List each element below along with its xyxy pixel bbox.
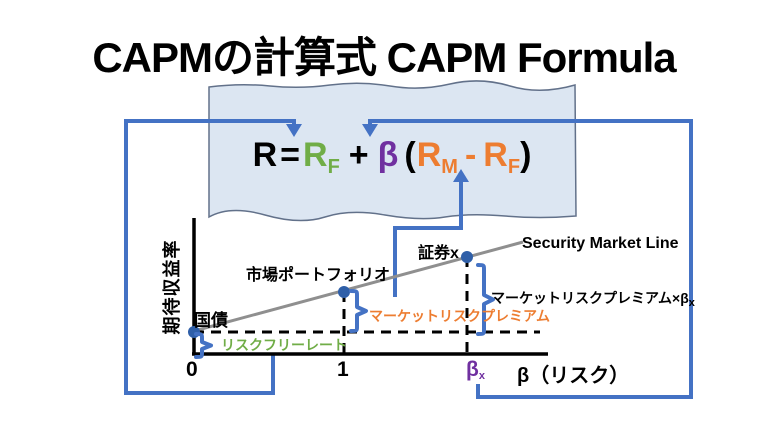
- risk-free-rate-label: リスクフリーレート: [221, 337, 347, 353]
- formula-open-paren: (: [404, 136, 416, 174]
- formula-beta: β: [377, 136, 399, 174]
- arrow-down-rf-icon: [286, 124, 302, 137]
- market-risk-premium-x-beta-label: マーケットリスクプレミアム×βx: [491, 290, 695, 309]
- page-title: CAPMの計算式 CAPM Formula: [92, 34, 676, 81]
- formula-plus: +: [348, 136, 369, 174]
- formula-equals: =: [280, 136, 300, 174]
- connector-risk-free: [124, 119, 296, 395]
- connector-beta: [368, 119, 693, 399]
- x-axis-label: β（リスク）: [517, 365, 630, 387]
- sml-label: Security Market Line: [522, 235, 679, 252]
- tick-0: 0: [186, 358, 198, 381]
- connector-premium: [393, 180, 463, 297]
- security-point: [461, 251, 473, 263]
- bond-label: 国債: [194, 311, 228, 330]
- y-axis-label: 期待収益率: [162, 239, 182, 335]
- tick-1: 1: [337, 358, 349, 381]
- formula-box: [208, 80, 577, 222]
- formula-minus: -: [464, 136, 477, 174]
- market-point: [338, 286, 350, 298]
- arrow-up-premium-icon: [453, 169, 469, 182]
- market-premium-brace: [349, 289, 368, 333]
- risk-free-brace: [194, 332, 213, 359]
- capm-formula: R=RF+β(RM-RF): [208, 136, 576, 179]
- market-risk-premium-label: マーケットリスクプレミアム: [369, 308, 551, 324]
- formula-rf: RF: [303, 136, 340, 178]
- market-portfolio-label: 市場ポートフォリオ: [246, 267, 391, 284]
- security-x-label: 証券x: [418, 245, 459, 262]
- formula-rm: RM: [416, 136, 458, 178]
- formula-close-paren: ): [520, 136, 532, 174]
- formula-r: R: [252, 136, 278, 174]
- formula-rf2: RF: [483, 136, 521, 178]
- arrow-down-beta-icon: [362, 124, 378, 137]
- tick-beta-x: βx: [466, 358, 485, 382]
- security-premium-brace: [476, 263, 495, 336]
